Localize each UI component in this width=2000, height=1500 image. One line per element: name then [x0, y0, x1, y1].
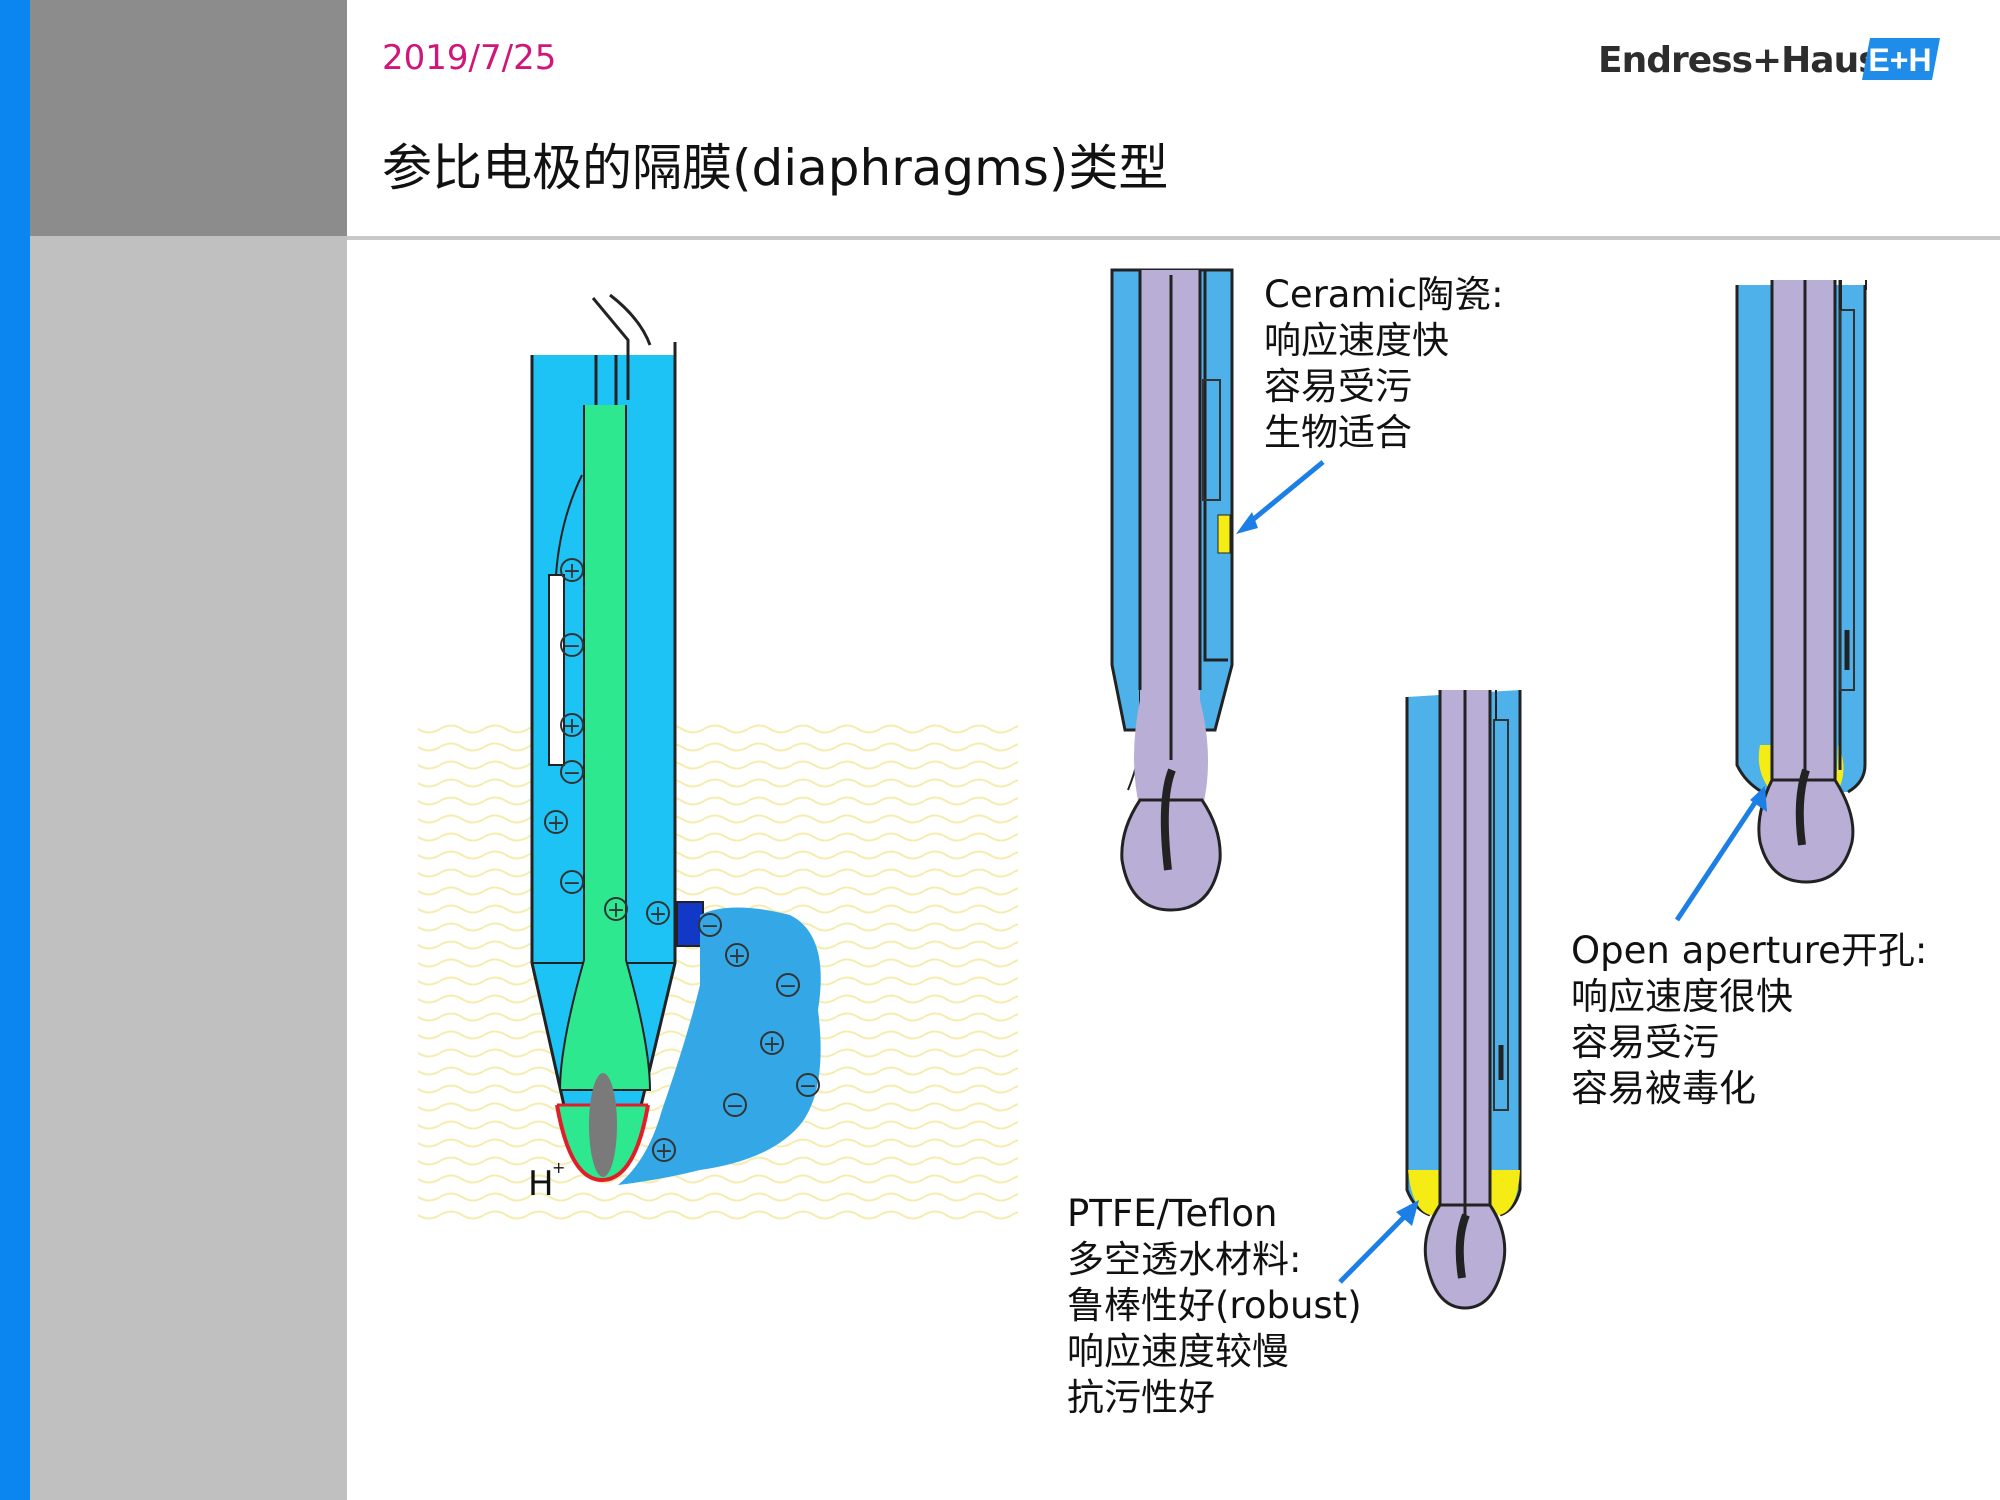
plus-marker: +	[563, 559, 581, 584]
minus-marker: −	[701, 914, 719, 939]
open-caption-title: Open aperture开孔:	[1571, 929, 1928, 972]
minus-marker: −	[563, 761, 581, 786]
inner-reference-element	[589, 1073, 617, 1177]
ceramic-caption-line: 响应速度快	[1264, 319, 1449, 362]
open-caption-line: 响应速度很快	[1571, 975, 1793, 1018]
charge-markers: + − + − + − + + − + − + − − +	[544, 558, 820, 1164]
ptfe-diaphragm	[1408, 1170, 1520, 1215]
hydrogen-ion-charge: +	[552, 1158, 565, 1177]
plus-marker: +	[563, 714, 581, 739]
minus-marker: −	[563, 871, 581, 896]
electrolyte-outflow	[618, 907, 821, 1185]
plus-marker: +	[728, 944, 746, 969]
ceramic-caption: Ceramic陶瓷: 响应速度快 容易受污 生物适合	[1264, 272, 1504, 456]
slide-date: 2019/7/25	[382, 38, 557, 78]
slide-title: 参比电极的隔膜(diaphragms)类型	[382, 139, 1169, 197]
hydrogen-ion-label: H	[528, 1164, 554, 1204]
ptfe-caption-line: 响应速度较慢	[1067, 1330, 1289, 1373]
glass-bulb	[1757, 778, 1855, 884]
ptfe-caption-title: PTFE/Teflon	[1067, 1192, 1278, 1235]
minus-marker: −	[779, 974, 797, 999]
ptfe-pointer-arrow	[1338, 1206, 1415, 1284]
eh-logo-icon: E+H	[1862, 38, 1940, 80]
ceramic-caption-line: 生物适合	[1264, 411, 1412, 454]
open-caption-line: 容易受污	[1571, 1021, 1719, 1064]
ptfe-caption: PTFE/Teflon 多空透水材料: 鲁棒性好(robust) 响应速度较慢 …	[1067, 1191, 1362, 1421]
minus-marker: −	[563, 634, 581, 659]
plus-marker: +	[655, 1139, 673, 1164]
glass-bulb	[1423, 1203, 1507, 1310]
plus-marker: +	[649, 902, 667, 927]
left-accent-strip	[0, 0, 30, 1500]
signal-wire	[591, 293, 652, 400]
open-aperture-pointer-arrow	[1674, 793, 1763, 922]
minus-marker: −	[726, 1094, 744, 1119]
ptfe-caption-line: 多空透水材料:	[1067, 1238, 1302, 1281]
ptfe-caption-line: 鲁棒性好(robust)	[1067, 1284, 1362, 1327]
glass-bulb	[1120, 798, 1222, 912]
reference-wire-element	[548, 574, 565, 766]
ptfe-caption-line: 抗污性好	[1067, 1376, 1215, 1419]
open-aperture-caption: Open aperture开孔: 响应速度很快 容易受污 容易被毒化	[1571, 928, 1927, 1112]
header-divider	[347, 236, 2000, 240]
logo-mark-text: E+H	[1868, 42, 1931, 78]
header-gray-block	[30, 0, 347, 236]
open-aperture-yellow	[1758, 745, 1844, 800]
plus-marker: +	[763, 1032, 781, 1057]
ceramic-pointer-arrow	[1242, 460, 1325, 529]
ceramic-caption-title: Ceramic陶瓷:	[1264, 273, 1504, 316]
side-gray-panel	[30, 236, 347, 1500]
minus-marker: −	[799, 1074, 817, 1099]
plus-marker: +	[547, 811, 565, 836]
plus-marker: +	[607, 898, 625, 923]
ceramic-diaphragm	[1217, 514, 1231, 554]
ceramic-caption-line: 容易受污	[1264, 365, 1412, 408]
open-caption-line: 容易被毒化	[1571, 1067, 1756, 1110]
